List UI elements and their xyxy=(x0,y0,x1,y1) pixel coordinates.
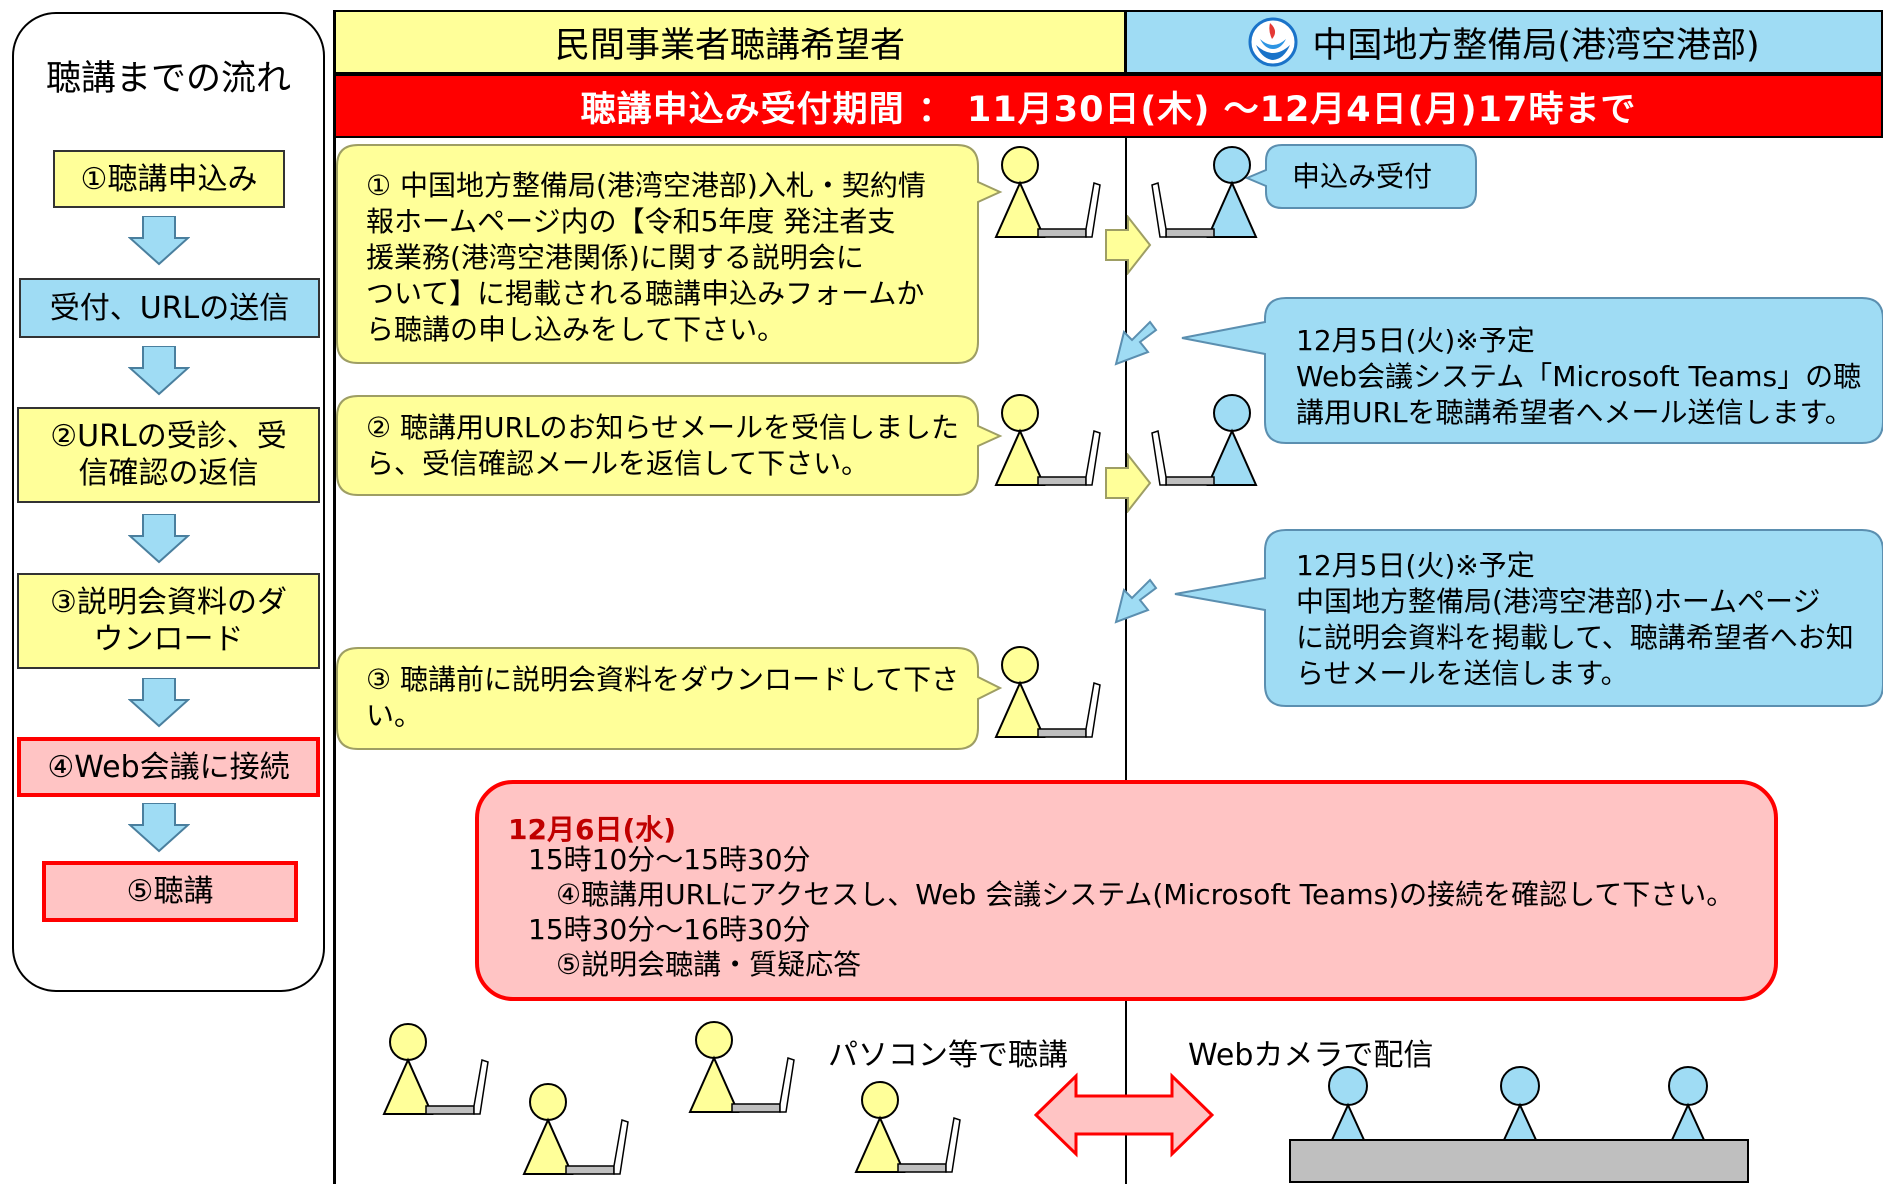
person-at-laptop-icon xyxy=(1151,394,1258,486)
event-details: 15時10分～15時30分 ④聴講用URLにアクセスし、Web 会議システム(M… xyxy=(528,843,1735,981)
right-arrow-icon xyxy=(1105,453,1152,513)
viewers-label: パソコン等で聴講 xyxy=(828,1038,1068,1073)
down-arrow-icon xyxy=(128,346,190,396)
person-at-laptop-icon xyxy=(382,1023,489,1115)
presenter-table xyxy=(1289,1139,1749,1183)
requester-callout-1-text: ① 中国地方整備局(港湾空港部)入札・契約情 報ホームページ内の【令和5年度 発… xyxy=(366,169,926,346)
person-at-laptop-icon xyxy=(994,646,1101,738)
requester-callout-2-text: ② 聴講用URLのお知らせメールを受信しました ら、受信確認メールを返信して下さ… xyxy=(366,411,959,480)
person-at-laptop-icon xyxy=(854,1081,961,1173)
flow-step-listen: ⑤聴講 xyxy=(42,861,298,922)
organization-logo-icon xyxy=(1248,17,1298,67)
streaming-label: Webカメラで配信 xyxy=(1188,1038,1434,1073)
person-at-laptop-icon xyxy=(688,1021,795,1113)
flow-step-receive-confirm: ②URLの受診、受信確認の返信 xyxy=(17,407,320,503)
bureau-header: 中国地方整備局(港湾空港部) xyxy=(1125,10,1883,74)
application-period-banner: 聴講申込み受付期間 ： 11月30日(木) ～12月4日(月)17時まで xyxy=(334,74,1883,138)
flow-step-connect: ④Web会議に接続 xyxy=(17,737,320,797)
bureau-callout-2-text: 12月5日(火)※予定 Web会議システム「Microsoft Teams」の聴… xyxy=(1296,324,1862,429)
bureau-callout-1-text: 申込み受付 xyxy=(1292,160,1433,193)
left-arrow-icon xyxy=(1114,578,1158,624)
presenter-figure xyxy=(1668,1066,1708,1141)
down-arrow-icon xyxy=(128,803,190,853)
application-period-text: 聴講申込み受付期間 ： 11月30日(木) ～12月4日(月)17時まで xyxy=(580,89,1637,130)
flow-step-download: ③説明会資料のダウンロード xyxy=(17,573,320,669)
right-arrow-icon xyxy=(1105,215,1152,275)
down-arrow-icon xyxy=(128,678,190,728)
requester-callout-3-text: ③ 聴講前に説明会資料をダウンロードして下さ い。 xyxy=(366,663,960,732)
column-left-border xyxy=(333,10,336,1184)
presenter-figure xyxy=(1328,1066,1368,1141)
down-arrow-icon xyxy=(128,216,190,266)
person-at-laptop-icon xyxy=(994,146,1101,238)
flow-step-apply: ①聴講申込み xyxy=(53,150,285,208)
flow-step-url-send: 受付、URLの送信 xyxy=(19,278,320,338)
bureau-header-label: 中国地方整備局(港湾空港部) xyxy=(1312,25,1760,66)
left-arrow-icon xyxy=(1114,320,1158,366)
event-date: 12月6日(水) xyxy=(508,813,677,846)
down-arrow-icon xyxy=(128,514,190,564)
requester-header: 民間事業者聴講希望者 xyxy=(334,10,1126,74)
person-at-laptop-icon xyxy=(522,1083,629,1175)
requester-header-label: 民間事業者聴講希望者 xyxy=(554,25,905,66)
bureau-callout-3-text: 12月5日(火)※予定 中国地方整備局(港湾空港部)ホームページ に説明会資料を… xyxy=(1296,549,1854,690)
presenters-at-table xyxy=(1289,1066,1749,1183)
person-at-laptop-icon xyxy=(1151,146,1258,238)
flow-title: 聴講までの流れ xyxy=(45,59,291,99)
double-arrow-icon xyxy=(1034,1072,1214,1158)
person-at-laptop-icon xyxy=(994,394,1101,486)
presenter-figure xyxy=(1500,1066,1540,1141)
